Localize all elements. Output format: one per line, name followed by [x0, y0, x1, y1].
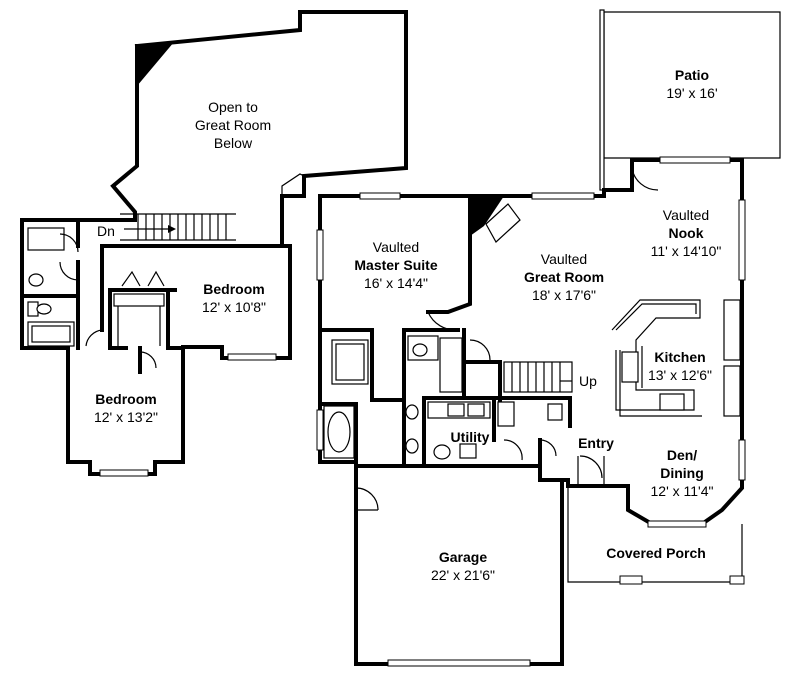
- upper-floor: [20, 10, 408, 477]
- bedroom-lower-size: 12' x 13'2": [94, 409, 158, 425]
- open-to-label-1: Open to: [208, 99, 258, 115]
- porch-outline: [567, 486, 743, 583]
- half-bath-toilet: [547, 403, 563, 421]
- room-labels: Open to Great Room Below Patio 19' x 16'…: [94, 67, 721, 583]
- master-tub: [323, 405, 355, 459]
- nook-size: 11' x 14'10": [651, 243, 722, 259]
- great-room-name: Great Room: [524, 269, 604, 285]
- great-room-vaulted: Vaulted: [541, 251, 587, 267]
- stair-up: [503, 361, 573, 393]
- open-to-label-3: Below: [214, 135, 253, 151]
- patio-size: 19' x 16': [666, 85, 717, 101]
- fireplace: [470, 196, 504, 236]
- stair-down: [120, 213, 236, 241]
- main-floor: [316, 9, 781, 667]
- den-size: 12' x 11'4": [651, 483, 714, 499]
- master-name: Master Suite: [354, 257, 437, 273]
- stair-down-label: Dn: [97, 223, 115, 239]
- master-vaulted: Vaulted: [373, 239, 419, 255]
- utility-name: Utility: [451, 429, 490, 445]
- kitchen-size: 13' x 12'6": [648, 367, 712, 383]
- garage-door: [387, 659, 531, 667]
- kitchen-name: Kitchen: [654, 349, 705, 365]
- den-label-2: Dining: [660, 465, 704, 481]
- den-label-1: Den/: [667, 447, 697, 463]
- main-exterior-wall: [318, 158, 744, 526]
- bedroom-upper-name: Bedroom: [203, 281, 264, 297]
- open-to-label-2: Great Room: [195, 117, 271, 133]
- bedroom-lower-name: Bedroom: [95, 391, 156, 407]
- great-room-size: 18' x 17'6": [532, 287, 596, 303]
- sink: [28, 273, 44, 287]
- bedroom-upper-size: 12' x 10'8": [202, 299, 266, 315]
- garage-name: Garage: [439, 549, 487, 565]
- dark-corner: [137, 42, 174, 86]
- covered-porch-name: Covered Porch: [606, 545, 706, 561]
- kitchen-counters: [611, 299, 741, 417]
- garage-size: 22' x 21'6": [431, 567, 495, 583]
- patio-name: Patio: [675, 67, 709, 83]
- entry-name: Entry: [578, 435, 614, 451]
- master-size: 16' x 14'4": [364, 275, 428, 291]
- garage-wall: [354, 464, 564, 666]
- nook-vaulted: Vaulted: [663, 207, 709, 223]
- stair-up-label: Up: [579, 373, 597, 389]
- nook-name: Nook: [669, 225, 704, 241]
